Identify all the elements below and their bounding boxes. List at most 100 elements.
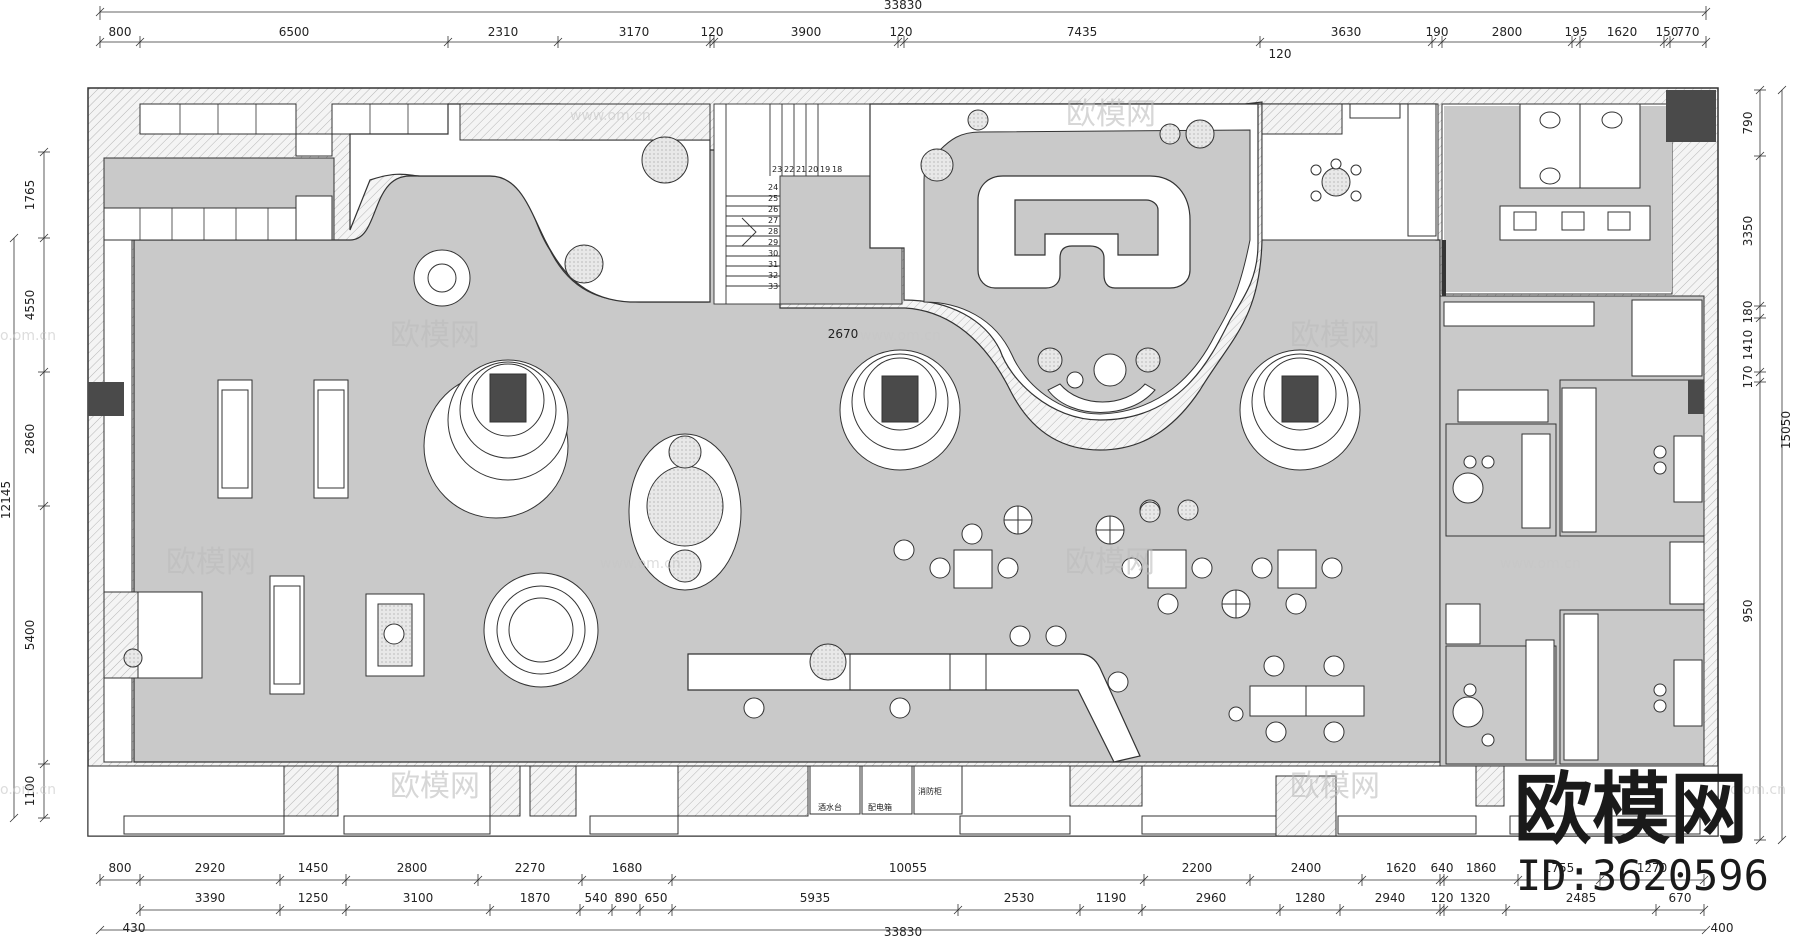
counter-stool [889,697,911,719]
dim-label: 1755 [1544,861,1575,875]
display-pedestal-3 [1239,349,1361,471]
dim-label: 1765 [23,180,37,211]
dim-label: 5400 [23,620,37,651]
dim-label: 2800 [1492,25,1523,39]
dim-overall-bottom: 33830 [884,925,922,939]
display-pedestal-2 [839,349,961,471]
dim-label: 1620 [1386,861,1417,875]
dim-label: 800 [109,861,132,875]
svg-text:www.om.cn: www.om.cn [1500,556,1581,572]
watermarks: 欧模网 欧模网 欧模网 欧模网 欧模网 欧模网 欧模网 www.om.cn ww… [0,97,1786,804]
left-column [88,382,124,416]
dim-label: 6500 [279,25,310,39]
svg-text:欧模网: 欧模网 [1290,769,1380,804]
dim-label: 3100 [403,891,434,905]
svg-text:18: 18 [832,165,842,174]
equipment-cabinets [809,765,963,815]
dim-label: 180 [1741,301,1755,324]
cabinet-dividers [139,104,409,240]
dim-label: 2270 [515,861,546,875]
dim-left-total: 12145 [0,481,13,519]
round-sofa-ring [508,597,574,663]
dim-label: 2940 [1375,891,1406,905]
dim-label: 1190 [1096,891,1127,905]
dim-label: 2400 [1291,861,1322,875]
dim-label: 2200 [1182,861,1213,875]
dim-label: 120 [890,25,913,39]
svg-text:21: 21 [796,165,806,174]
bar-counter [977,175,1191,289]
washroom-wall-bottom [1442,240,1446,296]
svg-text:19: 19 [820,165,830,174]
display-pedestal-1 [423,359,569,519]
svg-text:欧模网: 欧模网 [390,769,480,804]
svg-text:24: 24 [768,183,778,192]
dim-label: 800 [109,25,132,39]
dim-label: 1450 [298,861,329,875]
counter-stool [743,697,765,719]
svg-text:31: 31 [768,260,778,269]
dim-label: 1860 [1466,861,1497,875]
dim-label: 1620 [1607,25,1638,39]
dim-label: 3350 [1741,216,1755,247]
dim-right-total: 15050 [1779,411,1793,449]
counter-stool [809,643,847,681]
svg-text:32: 32 [768,271,778,280]
dim-label: 640 [1431,861,1454,875]
svg-text:www.om.cn: www.om.cn [860,328,941,344]
corridor-cabinets [1443,301,1595,327]
facade-columns [283,765,1505,837]
office-window-block [1631,299,1703,377]
svg-text:33: 33 [768,282,778,291]
dim-interior: 2670 [828,327,859,341]
bar-stools [920,109,1215,413]
dim-bottom-400: 400 [1711,921,1734,935]
round-table [641,136,689,184]
label-fire-cabinet: 消防柜 [918,786,942,796]
dim-overall-top: 33830 [884,0,922,12]
dim-label: 950 [1741,600,1755,623]
dim-bottom-430: 430 [123,921,146,935]
sofas [217,379,349,695]
svg-text:www.om.cn: www.om.cn [570,108,651,124]
round-table-inner [427,263,457,293]
dim-label: 890 [615,891,638,905]
ornament [383,623,405,645]
dimension-lines [9,6,1787,935]
shaft [1666,90,1716,142]
svg-text:26: 26 [768,205,778,214]
office-furniture [1445,387,1705,761]
dim-label: 190 [1426,25,1449,39]
facade-glazing [123,815,1701,835]
dim-label: 170 [1741,366,1755,389]
dim-label: 4550 [23,290,37,321]
oval-table-top [646,465,724,547]
dim-label: 7435 [1067,25,1098,39]
toilet-stalls [1499,103,1651,241]
label-distribution-box: 配电箱 [868,802,892,812]
dim-label: 3170 [619,25,650,39]
svg-text:o.om.cn: o.om.cn [0,328,56,344]
svg-text:欧模网: 欧模网 [166,545,256,580]
svg-text:22: 22 [784,165,794,174]
kitchen-cabinet [1407,103,1437,237]
shaft-small [1688,380,1704,414]
dim-label: 120 [701,25,724,39]
dim-label: 1320 [1460,891,1491,905]
dim-label: 3900 [791,25,822,39]
dim-label: 2485 [1566,891,1597,905]
oval-chair [668,549,702,583]
svg-text:欧模网: 欧模网 [1290,318,1380,353]
dim-label: 5935 [800,891,831,905]
svg-text:23: 23 [772,165,782,174]
stove [1349,103,1401,119]
dim-label: 1870 [520,891,551,905]
dim-label: 670 [1669,891,1692,905]
dim-label: 195 [1565,25,1588,39]
product-id: ID:3620596 [1516,851,1769,900]
